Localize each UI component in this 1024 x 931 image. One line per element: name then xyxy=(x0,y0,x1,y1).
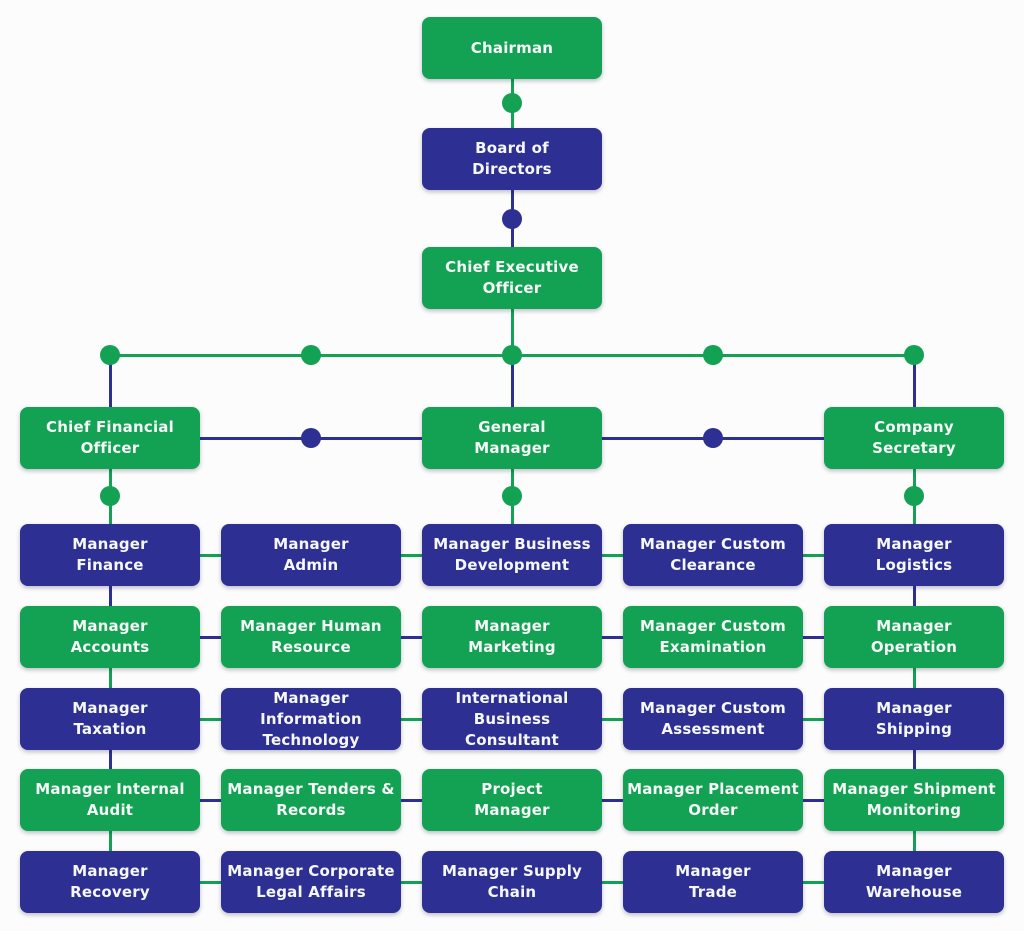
node-manager-placement-order: Manager Placement Order xyxy=(623,769,803,831)
connector-ceo-trunk xyxy=(510,309,514,356)
connector-taxation-internal-audit xyxy=(108,750,112,769)
junction-dot-cfo-finance xyxy=(100,486,120,506)
node-manager-custom-examination: Manager Custom Examination xyxy=(623,606,803,668)
junction-dot-secretary-logistics xyxy=(904,486,924,506)
junction-dot-chairman-board xyxy=(502,93,522,113)
junction-dot-trunk-5 xyxy=(904,345,924,365)
junction-dot-trunk-1 xyxy=(100,345,120,365)
node-chief-executive-officer: Chief Executive Officer xyxy=(422,247,602,309)
connector-internal-audit-recovery xyxy=(108,831,112,851)
node-manager-trade: Manager Trade xyxy=(623,851,803,913)
node-manager-recovery: Manager Recovery xyxy=(20,851,200,913)
connector-operation-shipping xyxy=(912,668,916,688)
connector-shipment-monitoring-warehouse xyxy=(912,831,916,851)
node-board-of-directors: Board of Directors xyxy=(422,128,602,190)
node-manager-custom-assessment: Manager Custom Assessment xyxy=(623,688,803,750)
junction-dot-trunk-2 xyxy=(301,345,321,365)
node-chief-financial-officer: Chief Financial Officer xyxy=(20,407,200,469)
node-manager-supply-chain: Manager Supply Chain xyxy=(422,851,602,913)
node-project-manager: Project Manager xyxy=(422,769,602,831)
connector-trunk-secretary xyxy=(912,356,916,407)
node-manager-shipment-monitoring: Manager Shipment Monitoring xyxy=(824,769,1004,831)
node-manager-internal-audit: Manager Internal Audit xyxy=(20,769,200,831)
node-manager-admin: Manager Admin xyxy=(221,524,401,586)
connector-trunk-gm xyxy=(510,356,514,407)
node-general-manager: General Manager xyxy=(422,407,602,469)
junction-dot-cfo-gm xyxy=(301,428,321,448)
connector-shipping-shipment-monitoring xyxy=(912,750,916,769)
node-chairman: Chairman xyxy=(422,17,602,79)
node-manager-information-technology: Manager Information Technology xyxy=(221,688,401,750)
node-manager-operation: Manager Operation xyxy=(824,606,1004,668)
node-manager-warehouse: Manager Warehouse xyxy=(824,851,1004,913)
connector-logistics-operation xyxy=(912,586,916,606)
node-manager-human-resource: Manager Human Resource xyxy=(221,606,401,668)
node-manager-tenders-records: Manager Tenders & Records xyxy=(221,769,401,831)
node-manager-corporate-legal-affairs: Manager Corporate Legal Affairs xyxy=(221,851,401,913)
node-manager-finance: Manager Finance xyxy=(20,524,200,586)
connector-accounts-taxation xyxy=(108,668,112,688)
junction-dot-trunk-4 xyxy=(703,345,723,365)
node-manager-custom-clearance: Manager Custom Clearance xyxy=(623,524,803,586)
junction-dot-gm-secretary xyxy=(703,428,723,448)
node-manager-marketing: Manager Marketing xyxy=(422,606,602,668)
node-manager-taxation: Manager Taxation xyxy=(20,688,200,750)
node-international-business-consultant: International Business Consultant xyxy=(422,688,602,750)
node-manager-business-development: Manager Business Development xyxy=(422,524,602,586)
node-company-secretary: Company Secretary xyxy=(824,407,1004,469)
node-manager-accounts: Manager Accounts xyxy=(20,606,200,668)
connector-trunk-cfo xyxy=(108,356,112,407)
node-manager-shipping: Manager Shipping xyxy=(824,688,1004,750)
junction-dot-board-ceo xyxy=(502,209,522,229)
node-manager-logistics: Manager Logistics xyxy=(824,524,1004,586)
junction-dot-gm-business-development xyxy=(502,486,522,506)
junction-dot-trunk-3 xyxy=(502,345,522,365)
connector-finance-accounts xyxy=(108,586,112,606)
